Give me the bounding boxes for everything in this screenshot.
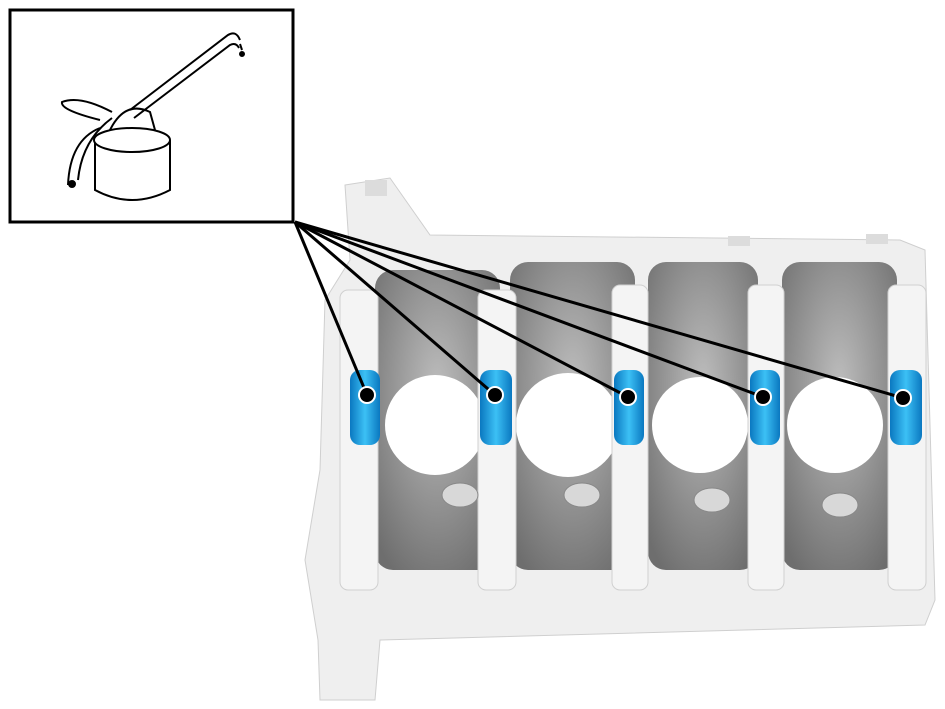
oil-can-icon — [60, 32, 245, 201]
bearing-1 — [350, 370, 380, 445]
callout-dots — [358, 386, 912, 407]
bearing-5 — [890, 370, 922, 445]
cylinder-bores — [385, 373, 883, 477]
oil-inset — [8, 8, 295, 224]
callout-lines — [293, 220, 904, 400]
bearing-4 — [750, 370, 780, 445]
bearing-2 — [480, 370, 512, 445]
bearing-3 — [614, 370, 644, 445]
